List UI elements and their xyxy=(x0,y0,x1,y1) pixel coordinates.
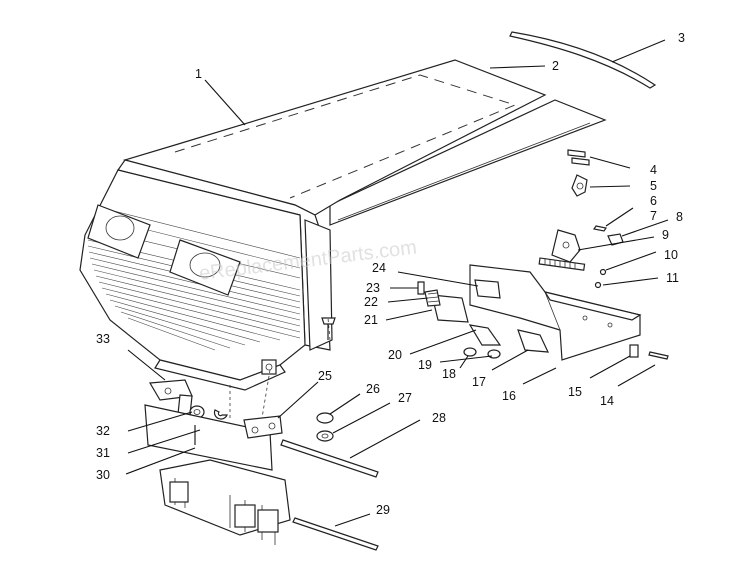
callout-29: 29 xyxy=(376,503,390,517)
callout-14: 14 xyxy=(600,394,614,408)
headlight-right xyxy=(169,239,241,296)
callout-25: 25 xyxy=(318,369,332,383)
part-14-pin xyxy=(648,351,669,360)
part-23-screw xyxy=(417,281,425,295)
part-2-decal xyxy=(329,99,607,226)
frame-bracket xyxy=(159,459,291,545)
callout-15: 15 xyxy=(568,385,582,399)
part-33-bracket xyxy=(149,379,193,416)
part-30-plate xyxy=(144,404,273,471)
callout-5: 5 xyxy=(650,179,657,193)
callout-32: 32 xyxy=(96,424,110,438)
callout-6: 6 xyxy=(650,194,657,208)
callout-2: 2 xyxy=(552,59,559,73)
part-16-bracket xyxy=(469,264,642,361)
callout-4: 4 xyxy=(650,163,657,177)
hinge-rod-top xyxy=(538,257,586,271)
callouts: 1 2 3 4 5 6 7 8 9 10 11 14 15 xyxy=(96,31,685,527)
part-22-spring xyxy=(424,289,441,307)
callout-7: 7 xyxy=(650,209,657,223)
callout-19: 19 xyxy=(418,358,432,372)
callout-11: 11 xyxy=(666,271,679,285)
part-1-hood xyxy=(79,59,547,391)
callout-27: 27 xyxy=(398,391,412,405)
callout-26: 26 xyxy=(366,382,380,396)
callout-24: 24 xyxy=(372,261,386,275)
part-24-bracket xyxy=(474,279,501,299)
part-20-plate xyxy=(468,324,502,346)
callout-1: 1 xyxy=(195,67,202,81)
part-29-rod xyxy=(292,517,379,551)
callout-3: 3 xyxy=(678,31,685,45)
part-26-nut xyxy=(316,412,334,424)
callout-16: 16 xyxy=(502,389,516,403)
part-31-eclip xyxy=(213,409,228,420)
headlight-left xyxy=(87,204,151,259)
part-27-washer xyxy=(316,430,334,442)
callout-18: 18 xyxy=(442,367,456,381)
part-15-clip xyxy=(629,344,639,358)
callout-21: 21 xyxy=(364,313,378,327)
callout-22: 22 xyxy=(364,295,378,309)
part-18-nut xyxy=(463,347,477,357)
callout-20: 20 xyxy=(388,348,402,362)
part-28-rod xyxy=(280,439,379,478)
callout-28: 28 xyxy=(432,411,446,425)
callout-23: 23 xyxy=(366,281,380,295)
part-10-screw xyxy=(599,268,607,276)
part-5-clip xyxy=(571,174,588,197)
part-8-bracket xyxy=(551,229,581,263)
part-25-hinge xyxy=(243,415,283,439)
callout-8: 8 xyxy=(676,210,683,224)
callout-10: 10 xyxy=(664,248,678,262)
callout-31: 31 xyxy=(96,446,110,460)
part-3-strip xyxy=(509,31,657,89)
part-4-pins xyxy=(567,149,590,166)
callout-30: 30 xyxy=(96,468,110,482)
part-17-hinge xyxy=(517,329,549,353)
hood-latch xyxy=(261,359,277,375)
callout-17: 17 xyxy=(472,375,486,389)
part-11-washer xyxy=(594,281,602,289)
callout-9: 9 xyxy=(662,228,669,242)
callout-33: 33 xyxy=(96,332,110,346)
part-21-latch xyxy=(431,294,469,323)
part-7-screw xyxy=(593,225,607,232)
